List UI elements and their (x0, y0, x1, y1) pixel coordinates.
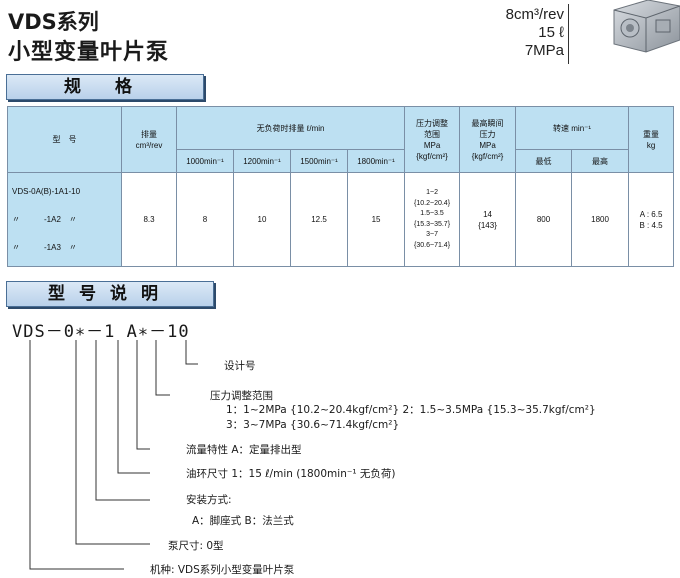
desc-design-no: 设计号 (224, 360, 256, 372)
spec-displacement: 8cm³/rev (505, 6, 564, 23)
header-pressure-adjust: 压力调整 范围 MPa {kgf/cm²} (404, 106, 461, 173)
page-title-series: VDS系列 (8, 10, 99, 34)
spec-pressure: 7MPa (524, 42, 564, 59)
desc-pressure-line2: 3：3~7MPa {30.6~71.4kgf/cm²} (226, 419, 400, 431)
model-row-1: VDS-0A(B)-1A1-10 (12, 186, 81, 196)
desc-oil-ring: 油环尺寸 1：15 ℓ/min (1800min⁻¹ 无负荷) (186, 468, 396, 480)
model-list-cell: VDS-0A(B)-1A1-10 〃 -1A2 〃 〃 -1A3 〃 (7, 172, 122, 267)
header-noload-flow: 无负荷时排量 ℓ/min (175, 106, 406, 150)
desc-flow-char: 流量特性 A：定量排出型 (186, 444, 302, 456)
header-1800rpm: 1800min⁻¹ (346, 149, 406, 173)
desc-mount-values: A：脚座式 B：法兰式 (192, 515, 294, 527)
displacement-value: 8.3 (121, 172, 177, 267)
pump-product-image (613, 0, 680, 53)
callout-design (185, 340, 198, 365)
model-row-2: 〃 -1A2 〃 (12, 214, 77, 224)
header-model: 型 号 (7, 106, 122, 173)
header-max-pressure: 最高瞬间 压力 MPa {kgf/cm²} (459, 106, 517, 173)
section-banner-model: 型号说明 (6, 281, 214, 307)
pressure-range-cell: 1~2 {10.2~20.4} 1.5~3.5 {15.3~35.7} 3~7 … (404, 172, 461, 267)
callout-flow-char (136, 340, 150, 450)
flow-1000-value: 8 (176, 172, 234, 267)
desc-series: 机种: VDS系列小型变量叶片泵 (150, 564, 295, 576)
spec-flow: 15 ℓ (538, 24, 564, 41)
header-divider (568, 4, 569, 64)
flow-1800-value: 15 (346, 172, 406, 267)
header-weight: 重量 kg (628, 106, 675, 173)
flow-1500-value: 12.5 (290, 172, 348, 267)
desc-pressure-title: 压力调整范围 (210, 390, 273, 402)
header-speed-min: 最低 (515, 149, 573, 173)
flow-1200-value: 10 (233, 172, 291, 267)
callout-oil-ring (117, 340, 150, 474)
desc-pump-size: 泵尺寸: 0型 (168, 540, 224, 552)
callout-mount (95, 340, 150, 501)
page-title-product: 小型变量叶片泵 (8, 40, 170, 65)
model-row-3: 〃 -1A3 〃 (12, 242, 77, 252)
desc-pressure-line1: 1：1~2MPa {10.2~20.4kgf/cm²} 2：1.5~3.5MPa… (226, 404, 596, 416)
header-displacement: 排量 cm³/rev (121, 106, 177, 173)
header-1200rpm: 1200min⁻¹ (233, 149, 291, 173)
spec-table: 型 号 排量 cm³/rev 无负荷时排量 ℓ/min 压力调整 范围 MPa … (7, 106, 675, 267)
max-pressure-value: 14 {143} (459, 172, 517, 267)
callout-pump-size (75, 340, 150, 545)
speed-max-value: 1800 (571, 172, 630, 267)
weight-value: A : 6.5 B : 4.5 (628, 172, 675, 267)
desc-mount-title: 安装方式: (186, 494, 232, 506)
callout-series (29, 340, 124, 570)
callout-pressure (155, 340, 170, 396)
section-banner-spec: 规 格 (6, 74, 204, 100)
header-speed: 转速 min⁻¹ (515, 106, 630, 150)
model-code: VDS－0∗－1 A∗－10 (12, 322, 190, 342)
